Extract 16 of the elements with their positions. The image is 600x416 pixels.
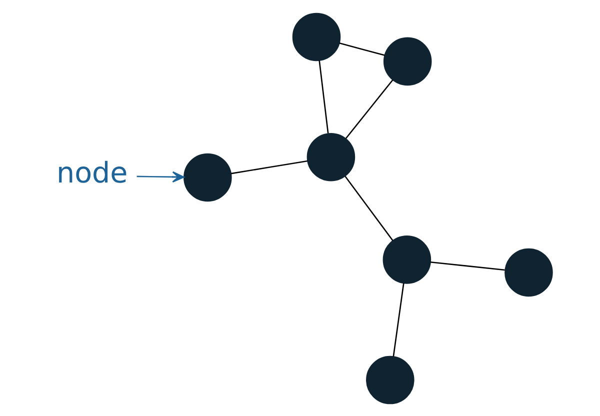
node-circle (383, 36, 432, 86)
connector (345, 78, 394, 138)
connector (344, 176, 394, 240)
connector (339, 42, 385, 56)
connector (392, 282, 404, 356)
arrow (136, 170, 184, 182)
connector (430, 261, 505, 270)
node-circle (292, 12, 341, 61)
node-circle (184, 152, 232, 202)
connector (318, 60, 329, 133)
node-circle (504, 248, 553, 296)
node-circle (366, 355, 414, 404)
node-circle (382, 235, 432, 284)
node-circle (306, 132, 356, 181)
connector (230, 160, 308, 174)
node-text: node (56, 156, 128, 190)
